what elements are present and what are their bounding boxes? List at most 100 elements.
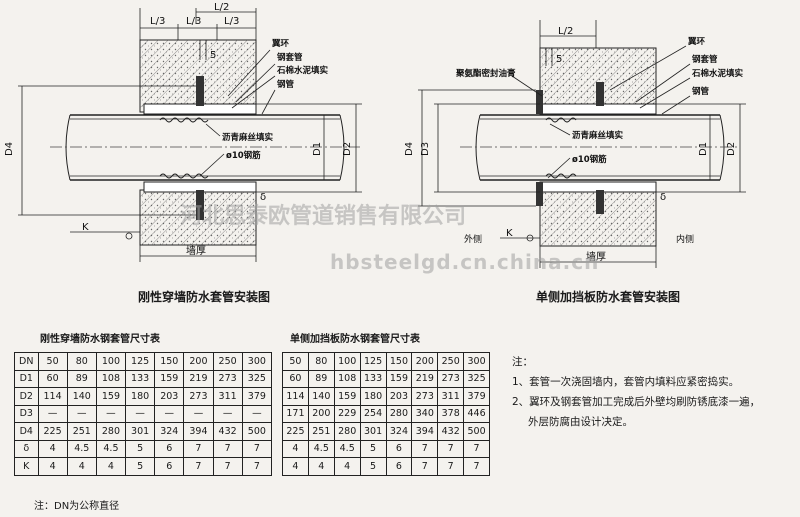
table-cell: 7	[212, 439, 243, 458]
table-cell: 171	[282, 404, 309, 423]
table-cell: D4	[14, 422, 39, 441]
table-cell: 225	[37, 422, 68, 441]
table-cell: 89	[66, 369, 97, 388]
table-cell: 325	[241, 369, 273, 388]
table-cell: 7	[463, 439, 490, 458]
watermark-url: hbsteelgd.cn.china.cn	[330, 250, 600, 274]
table-cell: 300	[241, 352, 273, 371]
table-cell: 5	[125, 439, 156, 458]
table-cell: 7	[411, 457, 439, 476]
table-cell: 50	[282, 352, 309, 371]
callout-steel-pipe-left: 钢管	[277, 79, 295, 90]
wall-section-right	[539, 47, 657, 247]
table-cell: 7	[183, 457, 214, 476]
table-cell: 200	[307, 404, 335, 423]
table-cell: 140	[307, 387, 335, 406]
dim-d2-left: D2	[342, 142, 353, 156]
table-cell: 340	[411, 404, 439, 423]
table-cell: —	[183, 404, 214, 423]
note-1: 1、套管一次浇固墙内，套管内填料应紧密捣实。	[512, 376, 740, 388]
table-cell: 219	[183, 369, 214, 388]
callout-wing-ring-left: 翼环	[271, 38, 290, 49]
table-cell: 6	[385, 457, 413, 476]
table-cell: 324	[154, 422, 185, 441]
table-cell: 325	[463, 369, 490, 388]
dim-l2-left: L/2	[214, 2, 229, 13]
dim-k-left: K	[82, 222, 89, 233]
callout-asphalt-left: 沥青麻丝填实	[222, 132, 274, 143]
table-cell: 5	[359, 439, 387, 458]
table-cell: 133	[125, 369, 156, 388]
table-cell: 280	[385, 404, 413, 423]
callout-asphalt-right: 沥青麻丝填实	[572, 130, 624, 141]
table-cell: 324	[385, 422, 413, 441]
table-cell: 280	[95, 422, 127, 441]
table-cell: 150	[154, 352, 185, 371]
table-cell: 133	[359, 369, 387, 388]
table-cell: —	[125, 404, 156, 423]
baffle-sleeve-diagram: L/2 5 D4 D3 D1 D2 δ K 墙厚 外侧 内侧 聚氨酯密封油膏 翼…	[404, 20, 746, 268]
table-cell: 60	[37, 369, 68, 388]
table-cell: 251	[66, 422, 97, 441]
table-cell: 394	[411, 422, 439, 441]
label-outside: 外侧	[464, 233, 482, 245]
table-cell: 4.5	[307, 439, 335, 458]
table-cell: 273	[437, 369, 465, 388]
table-right-title: 单侧加挡板防水钢套管尺寸表	[290, 334, 420, 345]
table-cell: 200	[411, 352, 439, 371]
table-cell: 203	[385, 387, 413, 406]
table-cell: 394	[183, 422, 214, 441]
table-cell: 140	[66, 387, 97, 406]
callout-rebar-left: ø10钢筋	[226, 150, 261, 161]
wing-ring-top-right	[596, 82, 604, 106]
table-cell: 203	[154, 387, 185, 406]
note-3: 外层防腐由设计决定。	[528, 416, 633, 428]
dimension-lines-right	[418, 20, 746, 268]
dim-delta-right: δ	[660, 192, 666, 203]
table-cell: 180	[359, 387, 387, 406]
table-cell: 219	[411, 369, 439, 388]
label-inside: 内侧	[676, 233, 694, 245]
table-cell: 125	[359, 352, 387, 371]
table-cell: 89	[307, 369, 335, 388]
table-cell: K	[14, 457, 39, 476]
table-left-title: 刚性穿墙防水钢套管尺寸表	[40, 334, 160, 345]
dim-d1-right: D1	[698, 142, 709, 156]
table-cell: 225	[282, 422, 309, 441]
table-cell: 5	[125, 457, 156, 476]
table-cell: 4	[282, 439, 309, 458]
table-cell: 229	[333, 404, 361, 423]
table-cell: 7	[463, 457, 490, 476]
table-cell: 200	[183, 352, 214, 371]
table-cell: —	[95, 404, 127, 423]
table-cell: 4.5	[333, 439, 361, 458]
table-cell: 273	[183, 387, 214, 406]
table-cell: 50	[37, 352, 68, 371]
dim-l3b-left: L/3	[186, 16, 201, 27]
note-2: 2、翼环及钢套管加工完成后外壁均刷防锈底漆一遍，	[512, 396, 761, 408]
notes-heading: 注：	[512, 356, 533, 368]
callout-asbestos-right: 石棉水泥填实	[691, 68, 744, 79]
table-cell: 250	[437, 352, 465, 371]
asphalt-packing-right	[545, 117, 577, 179]
table-cell: 273	[212, 369, 243, 388]
table-cell: 446	[463, 404, 490, 423]
table-cell: 6	[385, 439, 413, 458]
callout-steel-sleeve-right: 钢套管	[692, 54, 718, 65]
table-cell: 301	[359, 422, 387, 441]
dim-wall-left: 墙厚	[186, 244, 206, 257]
table-cell: 114	[282, 387, 309, 406]
dim-l3a-left: L/3	[150, 16, 165, 27]
table-cell: 5	[359, 457, 387, 476]
table-cell: 4.5	[66, 439, 97, 458]
baffle-plate-top	[536, 90, 543, 114]
table-cell: 300	[463, 352, 490, 371]
table-cell: 7	[411, 439, 439, 458]
